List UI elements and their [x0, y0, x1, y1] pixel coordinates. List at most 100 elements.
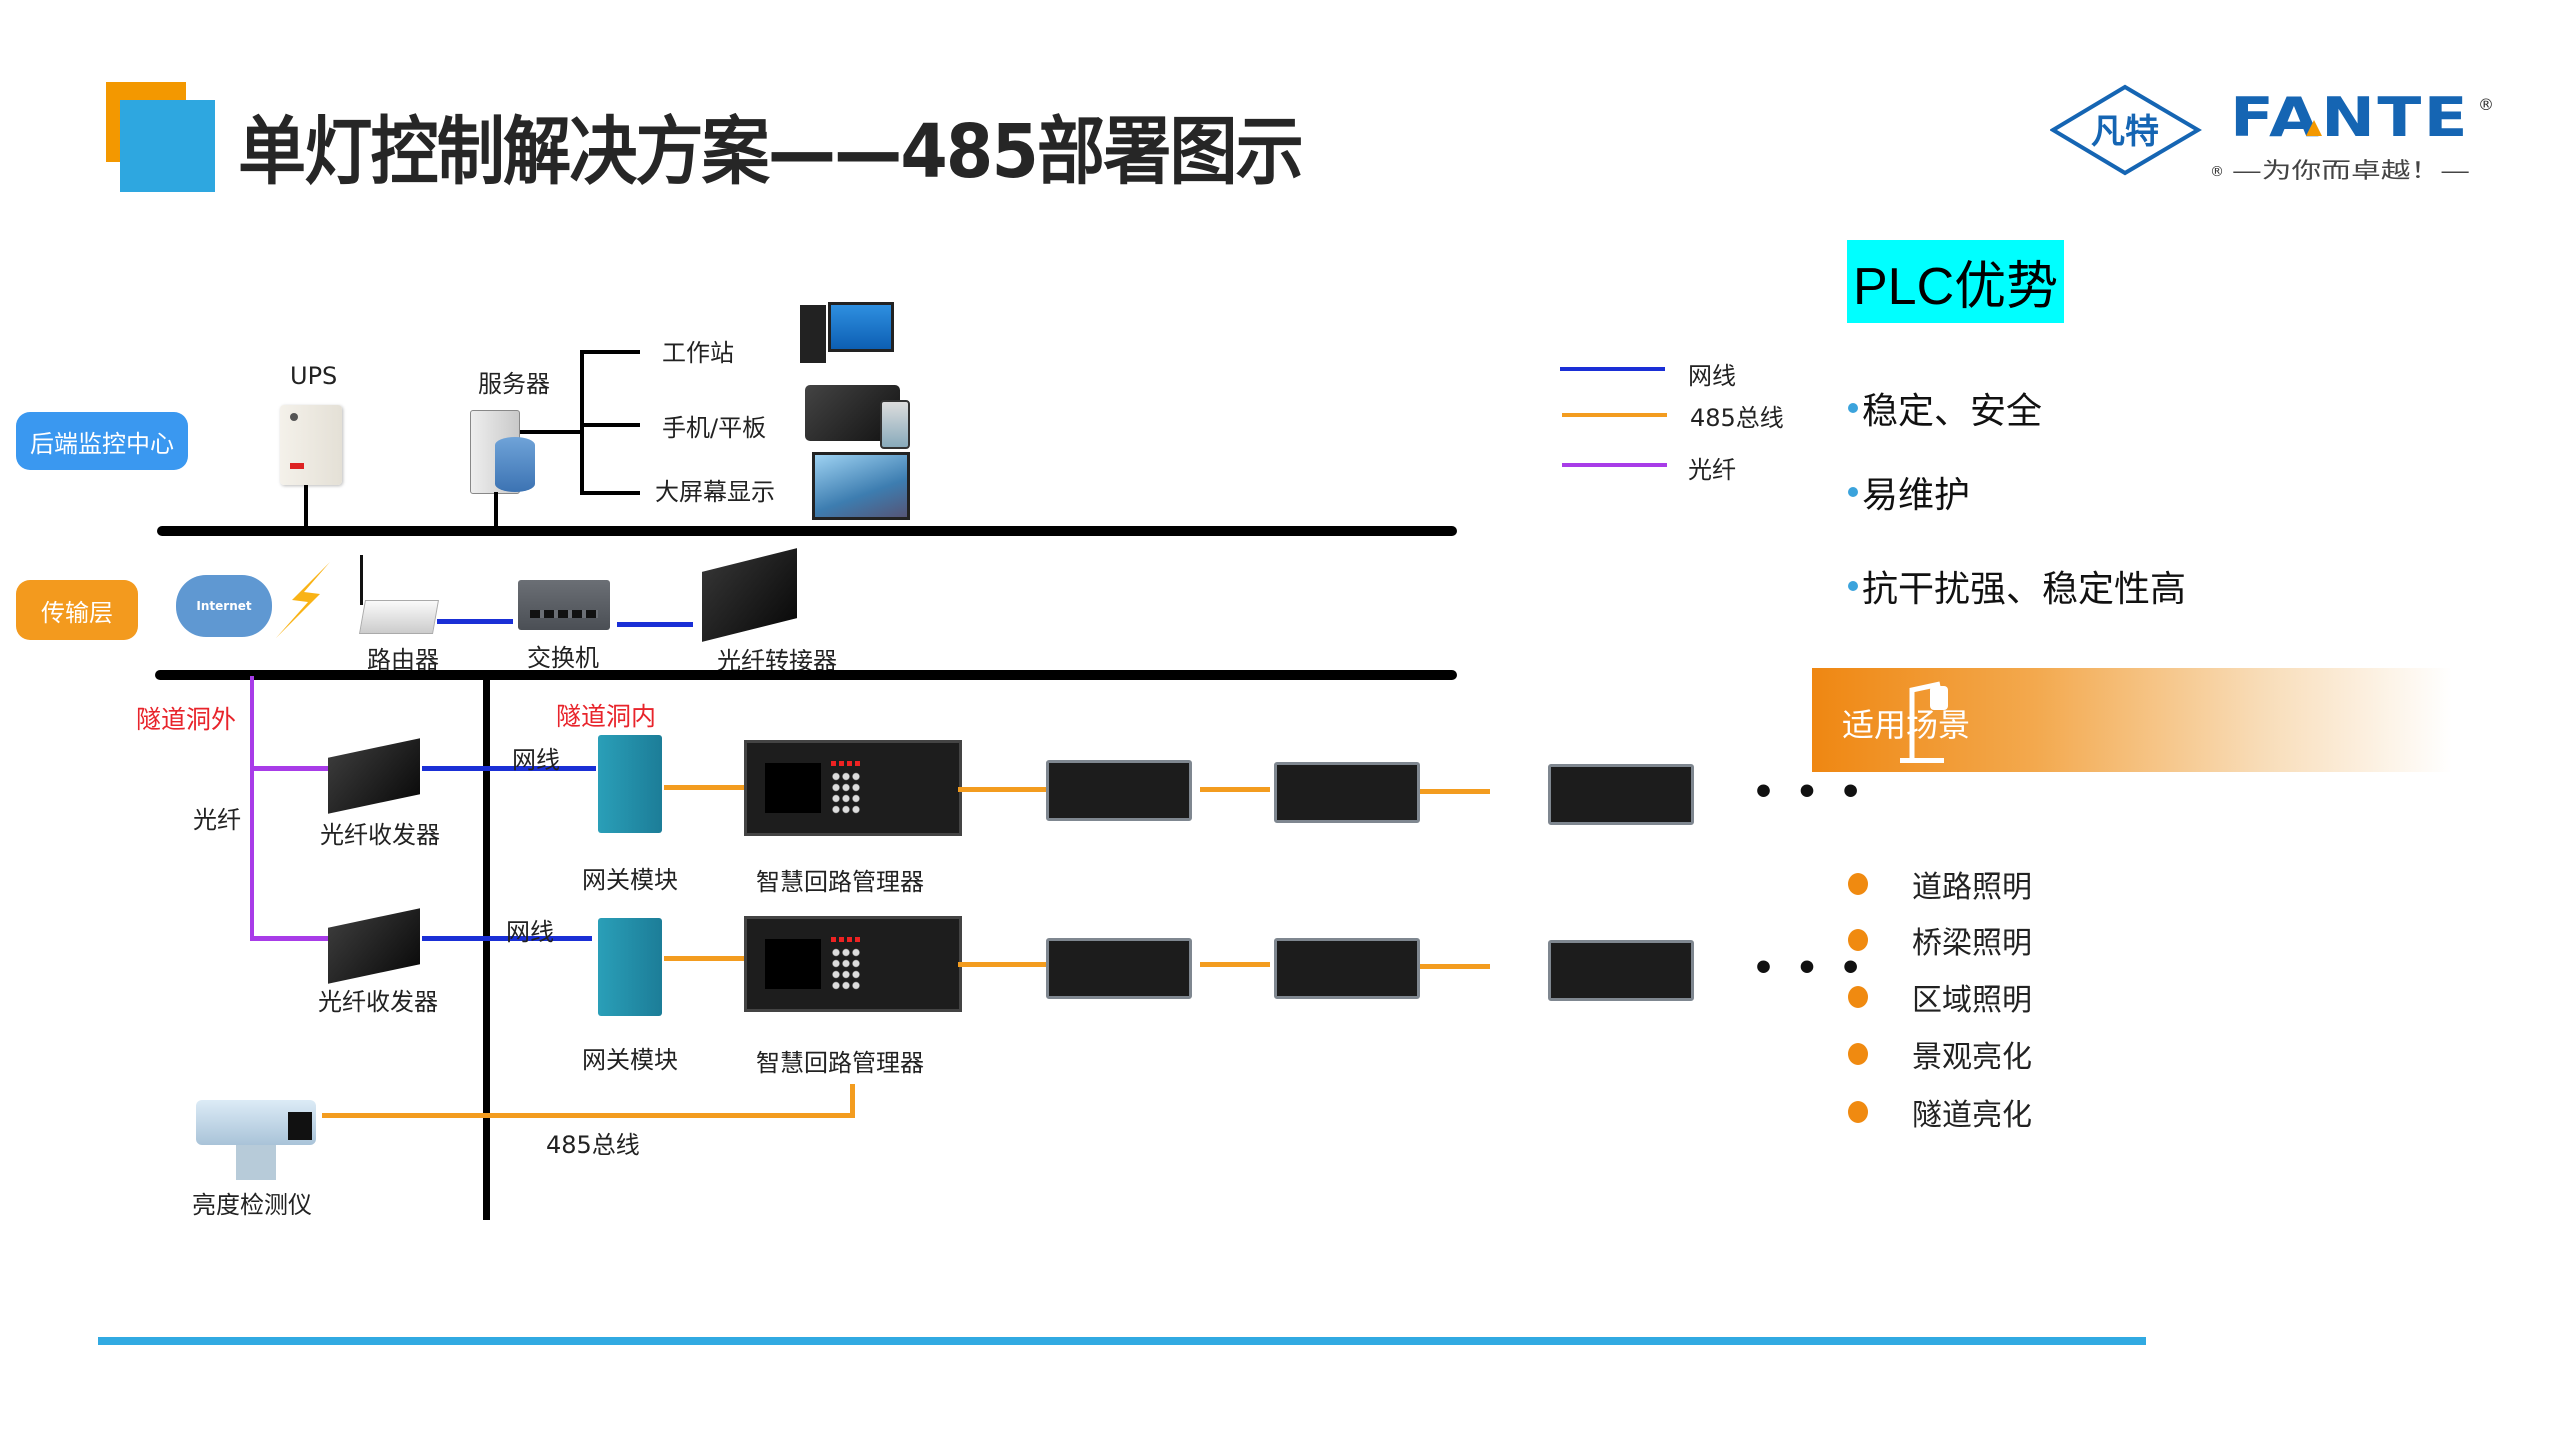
lightning-icon [270, 560, 340, 644]
bullet-icon [1848, 986, 1868, 1008]
bus485-row1-seg2 [1200, 787, 1270, 792]
legend-fiber-swatch [1562, 463, 1667, 467]
transceiver-1-label: 光纤收发器 [320, 821, 440, 849]
scene-item: 桥梁照明 [1848, 918, 2032, 962]
plc-advantage-2: 易维护 [1848, 466, 1970, 518]
bullet-icon [1848, 1101, 1868, 1123]
row1-continuation: • • • [1752, 772, 1867, 813]
fiber-converter-device-icon [702, 548, 797, 642]
single-lamp-controller-1a-icon [1046, 760, 1192, 821]
bus485-luminance-riser [850, 1084, 855, 1118]
loop-manager-2-icon [744, 916, 962, 1012]
legend-netline-label: 网线 [1688, 362, 1736, 390]
fiber-transceiver-1-icon [328, 738, 420, 814]
svg-text:®: ® [2210, 164, 2224, 180]
bullet-icon [1848, 873, 1868, 895]
svg-text:®: ® [2478, 95, 2494, 114]
tunnel-divider-line [483, 675, 490, 1220]
layer-backend-badge: 后端监控中心 [16, 412, 188, 470]
bullet-icon [1848, 487, 1858, 497]
single-lamp-controller-2a-icon [1046, 938, 1192, 999]
bus485-row2-seg1 [958, 962, 1046, 967]
bus485-luminance [322, 1113, 854, 1118]
loop-manager-1-label: 智慧回路管理器 [756, 868, 924, 896]
plc-title: PLC优势 [1847, 240, 2065, 323]
legend-fiber-label: 光纤 [1688, 456, 1736, 484]
bullet-icon [1848, 581, 1858, 591]
phone-icon [880, 400, 910, 449]
database-icon [495, 437, 535, 492]
ups-device-icon [280, 405, 342, 485]
netline-1 [422, 766, 596, 771]
scenes-title: 适用场景 [1842, 706, 1971, 744]
bullet-icon [1848, 1043, 1868, 1065]
scenes-banner [1812, 668, 2452, 772]
plc-advantage-1: 稳定、安全 [1848, 382, 2042, 434]
switch-converter-netline [617, 622, 693, 627]
single-lamp-controller-1c-icon [1548, 764, 1694, 825]
netline-2-label: 网线 [506, 918, 554, 946]
bus485-label: 485总线 [546, 1131, 640, 1159]
big-screen-icon [812, 452, 910, 520]
single-lamp-controller-1b-icon [1274, 762, 1420, 823]
scene-item: 景观亮化 [1848, 1032, 2032, 1076]
gateway-module-1-icon [598, 735, 662, 833]
bus485-row2-seg2 [1200, 962, 1270, 967]
bullet-icon [1848, 403, 1858, 413]
internet-cloud-icon: Internet [176, 575, 272, 637]
backend-bus [157, 526, 1457, 536]
workstation-monitor-icon [828, 302, 894, 352]
switch-device-icon [518, 580, 610, 630]
legend-485-label: 485总线 [1690, 404, 1784, 432]
row2-continuation: • • • [1752, 948, 1867, 989]
layer-transport-badge: 传输层 [16, 580, 138, 640]
workstation-tower-icon [800, 305, 826, 363]
scene-item: 道路照明 [1848, 862, 2032, 906]
logo-brand: FANTE [2230, 86, 2470, 149]
loop-manager-2-label: 智慧回路管理器 [756, 1049, 924, 1077]
router-antenna-icon [360, 555, 363, 605]
logo-diamond-icon [2049, 84, 2202, 176]
logo-slogan: —为你而卓越！— [2232, 159, 2470, 184]
title-accent-blue [120, 100, 215, 192]
fiber-branch-2 [250, 936, 328, 941]
transceiver-2-label: 光纤收发器 [318, 988, 438, 1016]
big-screen-label: 大屏幕显示 [655, 478, 775, 506]
single-lamp-controller-2c-icon [1548, 940, 1694, 1001]
scene-item: 区域照明 [1848, 975, 2032, 1019]
workstation-label: 工作站 [662, 339, 734, 367]
bus485-gw-mgr-2 [664, 956, 744, 961]
router-switch-netline [437, 619, 513, 624]
bus485-row1-seg3 [1420, 789, 1490, 794]
bullet-icon [1848, 929, 1868, 951]
transport-bus [155, 670, 1457, 680]
single-lamp-controller-2b-icon [1274, 938, 1420, 999]
fiber-transceiver-2-icon [328, 908, 420, 984]
loop-manager-1-icon [744, 740, 962, 836]
fiber-label: 光纤 [193, 806, 241, 834]
gateway-1-label: 网关模块 [582, 866, 678, 894]
mobile-label: 手机/平板 [662, 414, 767, 442]
bus485-row2-seg3 [1420, 964, 1490, 969]
plc-advantage-3: 抗干扰强、稳定性高 [1848, 560, 2186, 612]
netline-1-label: 网线 [512, 746, 560, 774]
legend-485-swatch [1562, 413, 1667, 417]
fiber-branch-1 [250, 766, 328, 771]
luminance-meter-icon [196, 1090, 322, 1182]
zone-inside-label: 隧道洞内 [556, 702, 657, 731]
netline-2 [422, 936, 592, 941]
page-title: 单灯控制解决方案——485部署图示 [238, 109, 1304, 195]
fante-logo: 凡特 ® FANTE ® —为你而卓越！— [2049, 80, 2500, 190]
scene-item: 隧道亮化 [1848, 1090, 2032, 1134]
router-device-icon [359, 600, 439, 634]
switch-label: 交换机 [527, 644, 599, 672]
server-label: 服务器 [478, 370, 550, 398]
logo-cn-name: 凡特 [2091, 112, 2159, 152]
bus485-gw-mgr-1 [664, 785, 744, 790]
street-lamp-icon [1900, 678, 1970, 772]
router-label: 路由器 [367, 646, 439, 674]
gateway-module-2-icon [598, 918, 662, 1016]
ups-label: UPS [290, 362, 338, 390]
bus485-row1-seg1 [958, 787, 1046, 792]
luminance-meter-label: 亮度检测仪 [192, 1191, 312, 1219]
